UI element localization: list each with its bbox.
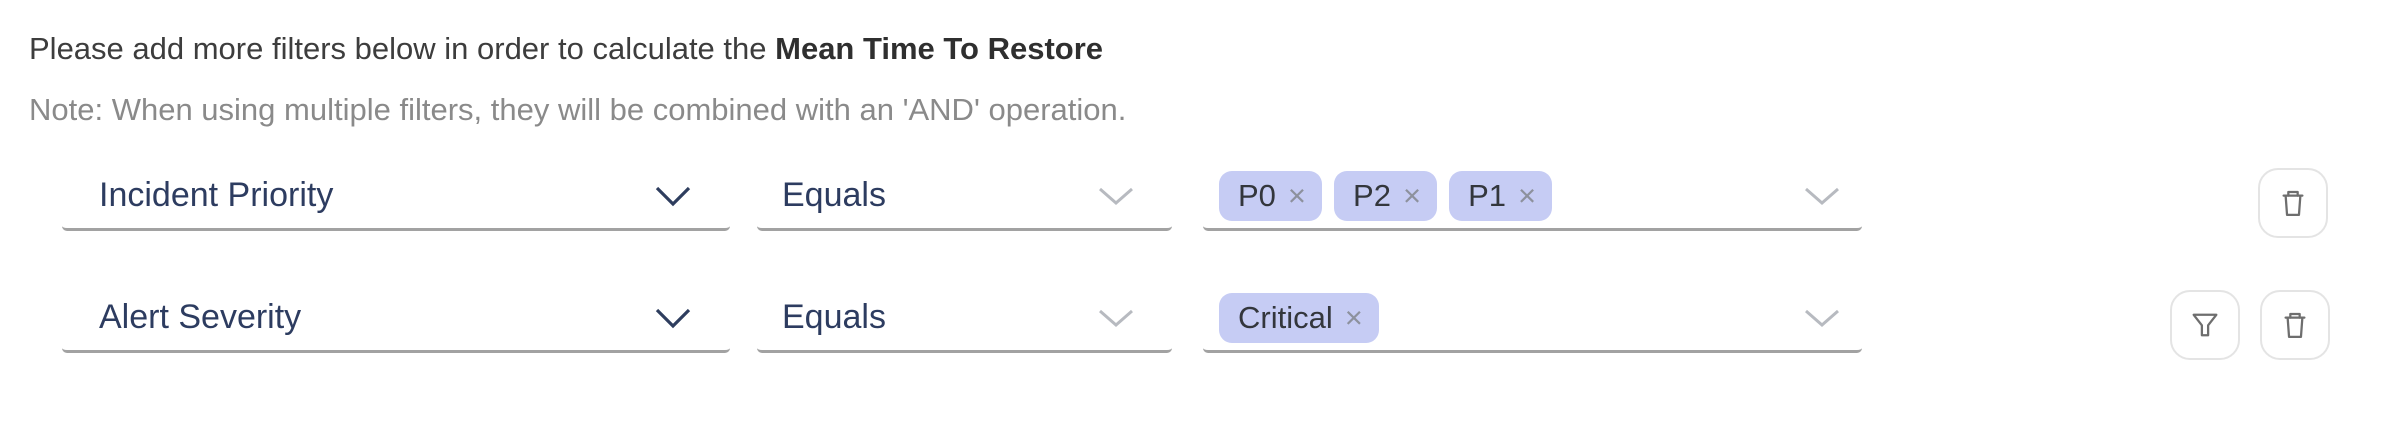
value-chip: Critical ×: [1219, 292, 1379, 343]
funnel-icon: [2192, 313, 2218, 337]
delete-filter-button[interactable]: [2260, 290, 2330, 360]
attribute-select-value: Alert Severity: [99, 298, 302, 336]
attribute-select[interactable]: Alert Severity: [62, 285, 730, 353]
value-chip-label: P1: [1468, 177, 1506, 213]
chevron-down-icon[interactable]: [1803, 308, 1841, 328]
operator-select[interactable]: Equals: [757, 285, 1172, 353]
chevron-down-icon[interactable]: [1097, 186, 1135, 206]
trash-icon: [2282, 190, 2304, 217]
remove-value-icon[interactable]: ×: [1287, 178, 1307, 213]
and-operation-note: Note: When using multiple filters, they …: [29, 92, 1127, 127]
attribute-select[interactable]: Incident Priority: [62, 163, 730, 231]
operator-select-value: Equals: [782, 298, 886, 336]
filter-values-button[interactable]: [2170, 290, 2240, 360]
instruction-text: Please add more filters below in order t…: [29, 30, 1103, 68]
remove-value-icon[interactable]: ×: [1517, 178, 1537, 213]
chevron-down-icon[interactable]: [653, 185, 693, 207]
attribute-select-value: Incident Priority: [99, 176, 334, 214]
value-chip: P1 ×: [1449, 170, 1553, 221]
remove-value-icon[interactable]: ×: [1344, 300, 1363, 335]
instruction-prefix: Please add more filters below in order t…: [29, 31, 776, 66]
remove-value-icon[interactable]: ×: [1402, 178, 1422, 213]
value-chip-label: P0: [1238, 177, 1276, 213]
delete-filter-button[interactable]: [2258, 168, 2328, 238]
operator-select[interactable]: Equals: [757, 163, 1172, 231]
value-chip: P0 ×: [1219, 170, 1323, 221]
chevron-down-icon[interactable]: [653, 307, 693, 329]
values-multiselect[interactable]: Critical ×: [1203, 285, 1862, 353]
chevron-down-icon[interactable]: [1803, 186, 1841, 206]
chevron-down-icon[interactable]: [1097, 308, 1135, 328]
operator-select-value: Equals: [782, 176, 886, 214]
values-multiselect[interactable]: P0 × P2 × P1 ×: [1203, 163, 1862, 231]
value-chip: P2 ×: [1334, 170, 1438, 221]
metric-name: Mean Time To Restore: [775, 31, 1104, 66]
trash-icon: [2284, 312, 2306, 339]
value-chip-label: Critical: [1238, 299, 1333, 335]
value-chip-label: P2: [1353, 177, 1391, 213]
